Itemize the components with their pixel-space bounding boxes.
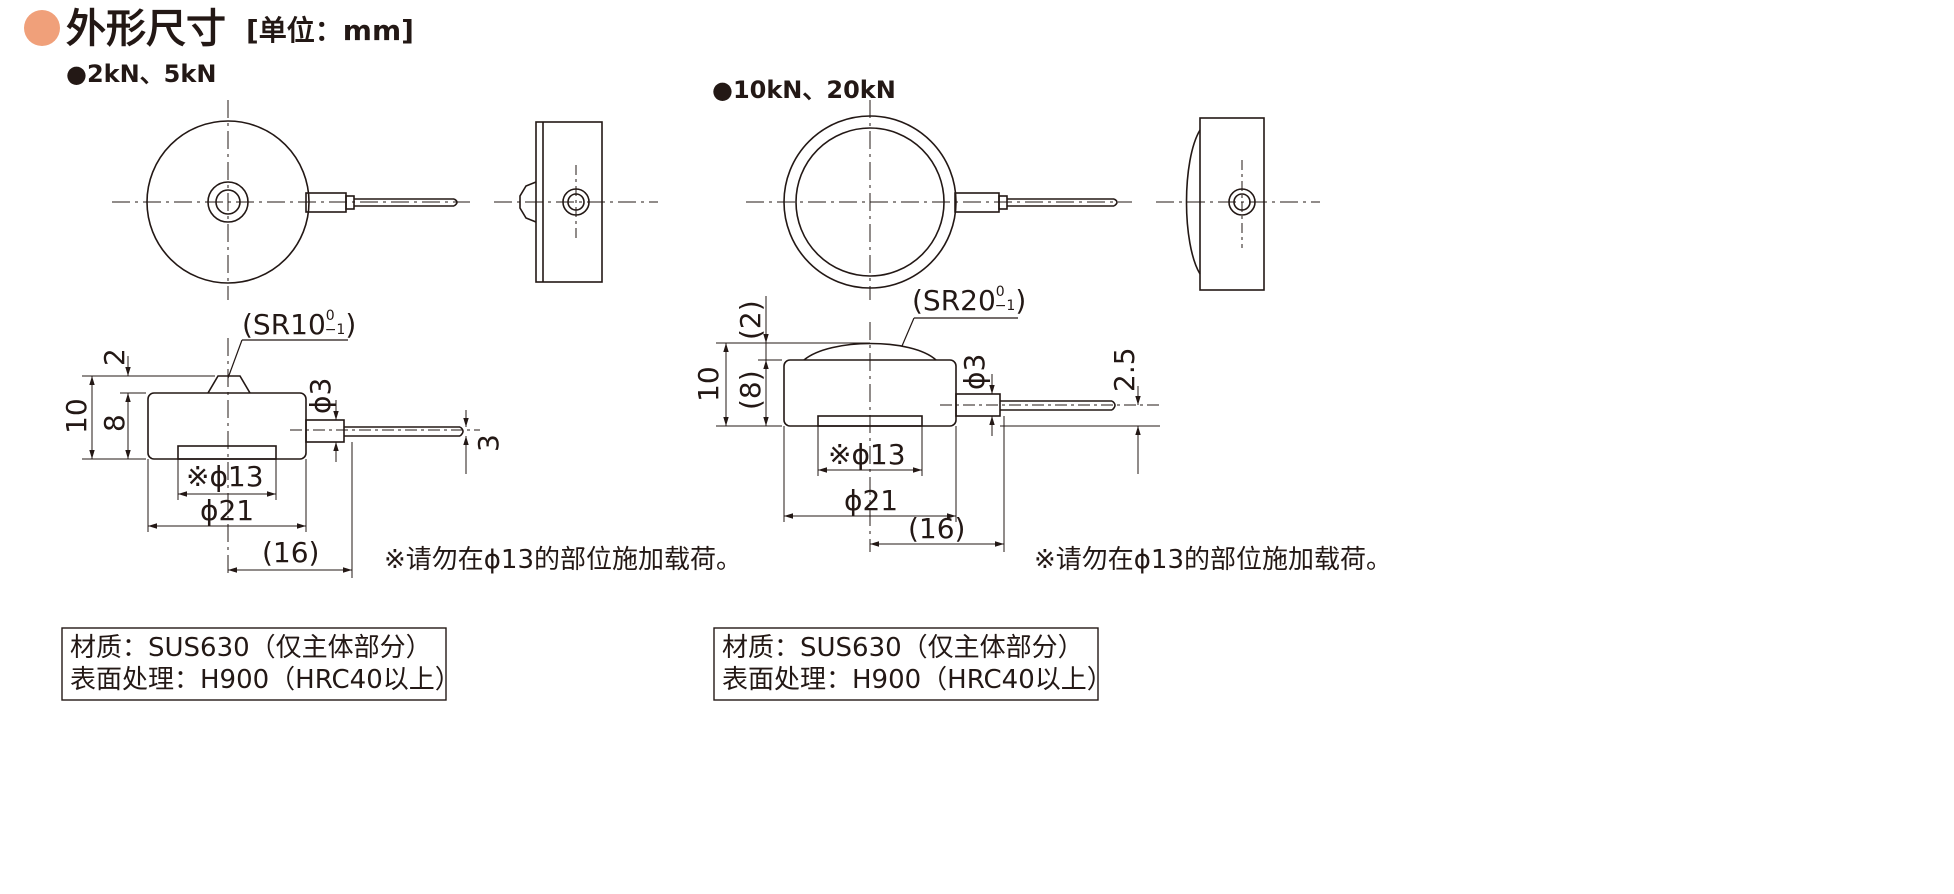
right-sr-label: (SR200−1) [912,284,1026,317]
right-dim-phi3: ϕ3 [958,354,991,390]
right-drawing: ●10kN、20kN [692,76,1392,701]
right-front-view [716,296,1160,552]
right-dim-8: (8) [734,370,767,410]
left-dim-3: 3 [472,434,505,452]
left-dim-8: 8 [98,414,131,432]
right-dim-25: 2.5 [1108,347,1141,392]
left-side-view [494,121,658,283]
right-dim-2: (2) [734,300,767,340]
right-spec-box [713,627,1099,701]
left-model-label: ●2kN、5kN [66,60,216,88]
right-spec-line1: 材质：SUS630（仅主体部分） [722,633,1084,663]
left-top-view [112,100,470,300]
left-drawing: ●2kN、5kN [60,60,742,701]
left-spec-line1: 材质：SUS630（仅主体部分） [70,633,432,663]
left-front-view [82,338,480,578]
left-dim-16: (16) [262,536,319,569]
right-dim-phi21: ϕ21 [844,484,898,517]
left-dim-phi3: ϕ3 [304,378,337,414]
left-sr-label: (SR100−1) [242,308,356,341]
right-side-view [1156,117,1320,291]
right-dim-16: (16) [908,512,965,545]
left-spec-box [61,627,447,701]
right-dim-phi13: ※ϕ13 [828,438,906,471]
left-spec-line2: 表面处理：H900（HRC40以上） [70,665,461,695]
right-spec-line2: 表面处理：H900（HRC40以上） [722,665,1113,695]
left-dim-2: 2 [98,348,131,366]
right-top-view [746,100,1132,300]
right-note: ※请勿在ϕ13的部位施加载荷。 [1034,545,1392,575]
right-dimension-labels: (SR200−1) (2) 10 (8) ϕ3 2.5 ※ϕ13 ϕ21 (16… [692,284,1141,545]
right-dim-10: 10 [692,366,725,402]
left-dimension-labels: (SR100−1) 2 10 8 ϕ3 3 ※ϕ13 ϕ21 (16) [60,308,505,569]
left-dim-10: 10 [60,398,93,434]
header-bullet-icon [24,10,60,46]
left-dim-phi13: ※ϕ13 [186,460,264,493]
header-unit: [单位：mm] [246,14,414,47]
header-title: 外形尺寸 [66,6,226,52]
right-model-label: ●10kN、20kN [712,76,896,104]
left-note: ※请勿在ϕ13的部位施加载荷。 [384,545,742,575]
section-header: 外形尺寸 [单位：mm] [24,6,414,52]
left-dim-phi21: ϕ21 [200,494,254,527]
